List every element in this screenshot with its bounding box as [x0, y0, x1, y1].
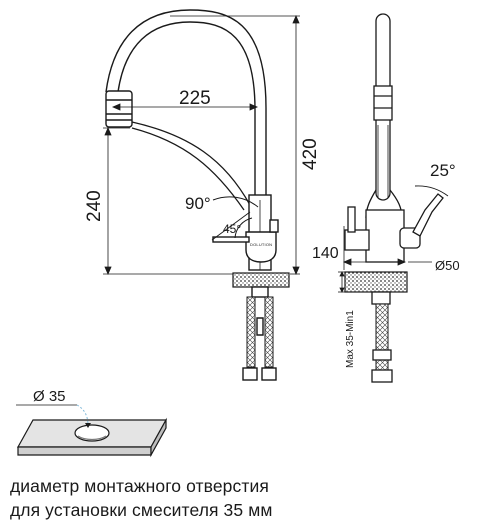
side-base [344, 271, 408, 293]
dim-spout-reach: 225 [179, 88, 211, 109]
dim-spout-height: 240 [84, 190, 105, 222]
mounting-hole [74, 424, 110, 442]
front-view [105, 9, 290, 381]
dim-filter-lever-angle: 25° [430, 161, 456, 180]
side-body [365, 209, 405, 263]
dim-counter-thickness: Max 35-Min1 [345, 310, 356, 368]
hole-leader [16, 404, 91, 428]
mounting-slab [16, 417, 168, 458]
mounting-caption: диаметр монтажного отверстия для установ… [10, 474, 470, 522]
side-dimensions [338, 226, 432, 293]
front-dimensions [103, 14, 300, 276]
dim-total-height: 420 [300, 138, 321, 170]
filter-spout [131, 121, 251, 206]
dim-base-diameter: Ø50 [435, 258, 460, 273]
hose-right [264, 296, 274, 368]
dim-hole-diameter: Ø 35 [33, 388, 66, 405]
dim-lever-angle: 45° [223, 222, 241, 236]
side-view [344, 13, 449, 383]
caption-line-1: диаметр монтажного отверстия [10, 476, 269, 496]
dim-swivel-angle: 90° [185, 194, 211, 213]
front-base [232, 272, 290, 288]
gooseneck-spout [110, 21, 256, 196]
front-lever [269, 219, 279, 233]
brand-mark: DOLUTION [250, 242, 272, 247]
dim-base-depth: 140 [312, 245, 339, 262]
caption-line-2: для установки смесителя 35 мм [10, 500, 273, 520]
side-lever [412, 193, 444, 237]
hose-left [246, 296, 256, 368]
